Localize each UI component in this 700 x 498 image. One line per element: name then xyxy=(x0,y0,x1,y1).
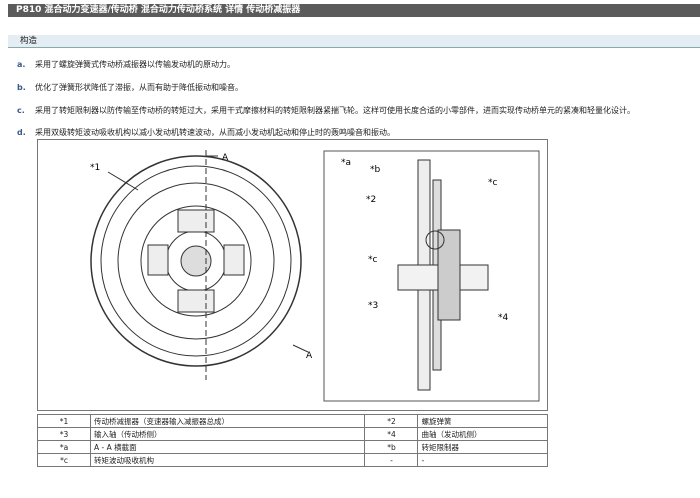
damper-illustration: *1 A A *a *b *c *2 *c *3 *4 xyxy=(37,139,548,411)
item-label: d. xyxy=(17,128,26,137)
callout-2: *2 xyxy=(366,195,376,205)
cell: *a xyxy=(37,440,91,454)
callout-c-mid: *c xyxy=(368,255,378,265)
cell: *3 xyxy=(37,427,91,441)
cell: 输入轴（传动桥侧） xyxy=(89,427,366,441)
cell: *2 xyxy=(364,414,419,428)
callout-A-bottom: A xyxy=(306,351,313,361)
callout-3: *3 xyxy=(368,301,378,311)
callout-A-top: A xyxy=(222,153,229,163)
front-view-drawing xyxy=(90,150,309,380)
cell: *b xyxy=(364,440,419,454)
list-item: d. 采用双级转矩波动吸收机构以减小发动机转速波动，从而减小发动机起动和停止时的轰… xyxy=(17,128,395,138)
cell: 螺旋弹簧 xyxy=(417,414,548,428)
cell: 传动桥减振器（变速器输入减振器总成） xyxy=(89,414,366,428)
item-text: 采用双级转矩波动吸收机构以减小发动机转速波动，从而减小发动机起动和停止时的轰鸣噪… xyxy=(35,128,395,137)
section-view-drawing xyxy=(397,159,489,391)
list-item: b. 优化了弹簧形状降低了滞振，从而有助于降低振动和噪音。 xyxy=(17,83,243,93)
cell: - xyxy=(417,453,548,467)
callout-c-top: *c xyxy=(488,178,498,188)
cell: - xyxy=(364,453,419,467)
callout-b: *b xyxy=(370,165,381,175)
cell: 转矩限制器 xyxy=(417,440,548,454)
item-text: 采用了螺旋弹簧式传动桥减振器以传输发动机的原动力。 xyxy=(35,60,235,69)
section-title[interactable]: 构造 xyxy=(8,35,700,48)
cell: *1 xyxy=(37,414,91,428)
cell: *c xyxy=(37,453,91,467)
item-text: 优化了弹簧形状降低了滞振，从而有助于降低振动和噪音。 xyxy=(35,83,243,92)
item-text: 采用了转矩限制器以防传输至传动桥的转矩过大，采用干式摩擦材料的转矩限制器紧揣飞轮… xyxy=(35,106,635,115)
item-label: c. xyxy=(17,106,25,115)
list-item: a. 采用了螺旋弹簧式传动桥减振器以传输发动机的原动力。 xyxy=(17,60,235,70)
cell: A - A 横截面 xyxy=(89,440,366,454)
callout-4: *4 xyxy=(498,313,509,323)
callout-1: *1 xyxy=(90,163,100,173)
item-label: b. xyxy=(17,83,26,92)
item-label: a. xyxy=(17,60,26,69)
cell: 转矩波动吸收机构 xyxy=(89,453,366,467)
callout-a: *a xyxy=(341,158,351,168)
cell: 曲轴（发动机侧） xyxy=(417,427,548,441)
page-header: P810 混合动力变速器/传动桥 混合动力传动桥系统 详情 传动桥减振器 xyxy=(8,4,700,17)
list-item: c. 采用了转矩限制器以防传输至传动桥的转矩过大，采用干式摩擦材料的转矩限制器紧揣… xyxy=(17,106,635,116)
cell: *4 xyxy=(364,427,419,441)
